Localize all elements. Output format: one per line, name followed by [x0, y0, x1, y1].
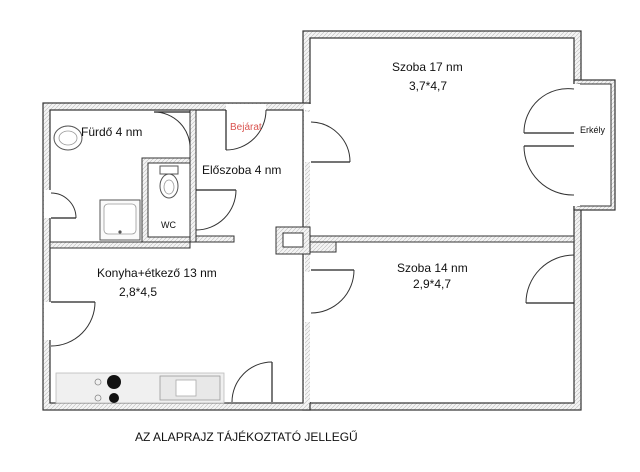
- room14-label: Szoba 14 nm: [397, 261, 468, 275]
- balcony: [570, 79, 616, 211]
- outer-walls: [42, 30, 582, 411]
- room14-dims: 2,9*4,7: [413, 277, 451, 291]
- shower-tray-icon: [99, 199, 141, 241]
- room17-dims: 3,7*4,7: [409, 79, 447, 93]
- kitchen-dims: 2,8*4,5: [119, 285, 157, 299]
- room17-label: Szoba 17 nm: [392, 60, 463, 74]
- stove-icon: [94, 375, 121, 403]
- disclaimer-note: AZ ALAPRAJZ TÁJÉKOZTATÓ JELLEGŰ: [135, 429, 358, 444]
- wc-label: WC: [161, 220, 176, 230]
- washbasin-icon: [53, 125, 83, 151]
- hall-label: Előszoba 4 nm: [202, 163, 281, 177]
- doors: [50, 88, 575, 403]
- openings: [44, 104, 311, 340]
- balcony-label: Erkély: [580, 125, 606, 135]
- kitchen-label: Konyha+étkező 13 nm: [97, 266, 217, 280]
- toilet-icon: [159, 165, 179, 199]
- fixtures: [53, 125, 225, 404]
- bath-label: Fürdő 4 nm: [81, 125, 142, 139]
- entrance-label: Bejárat: [230, 122, 262, 133]
- sink-icon: [159, 375, 221, 401]
- room-labels: Fürdő 4 nm Bejárat Előszoba 4 nm WC Szob…: [81, 60, 606, 299]
- interior-walls: [49, 109, 575, 255]
